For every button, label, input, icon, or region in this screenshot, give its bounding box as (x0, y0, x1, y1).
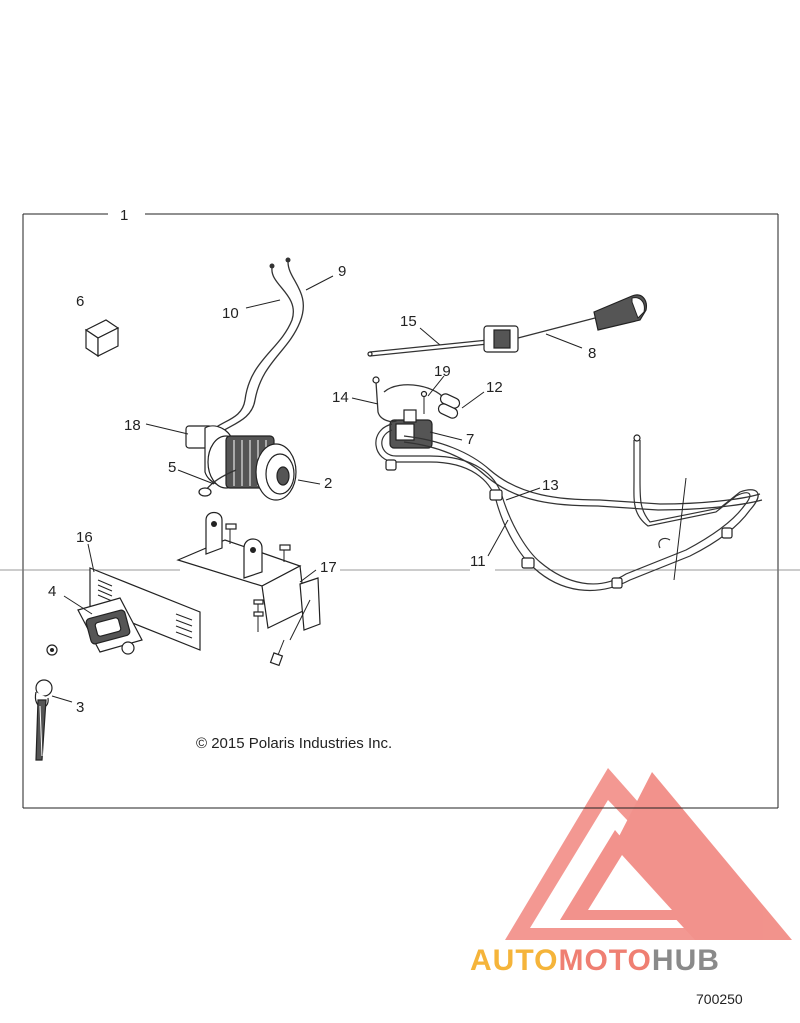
brand-auto: AUTO (470, 944, 558, 977)
callout-19: 19 (434, 363, 451, 380)
part-16-fairlead-plate (89, 567, 201, 651)
brand-moto: MOTO (558, 944, 651, 977)
callout-10: 10 (222, 305, 239, 322)
part-17-mount-bracket (176, 511, 321, 667)
part-8-control-handle-icon (483, 294, 647, 353)
callout-8: 8 (588, 345, 596, 362)
assembly-frame (22, 213, 779, 809)
part-4-fairlead-icon (46, 597, 143, 656)
callout-1: 1 (120, 207, 128, 224)
part-7-valve-icon (389, 409, 433, 449)
callout-15: 15 (400, 313, 417, 330)
callout-16: 16 (76, 529, 93, 546)
figure-number: 700250 (696, 991, 743, 1007)
part-3-hook-strap-icon (34, 679, 53, 761)
callout-14: 14 (332, 389, 349, 406)
callout-labels: 1 2 3 4 5 6 7 8 9 10 11 12 13 14 15 16 1… (48, 207, 596, 716)
callout-17: 17 (320, 559, 337, 576)
callout-7: 7 (466, 431, 474, 448)
part-14-wire-harness (372, 376, 447, 423)
part-2-winch-icon (185, 425, 297, 501)
part-11-13-hoses (375, 423, 763, 592)
part-9-10-winch-cables (209, 257, 304, 435)
callout-6: 6 (76, 293, 84, 310)
leader-lines (51, 275, 583, 703)
callout-13: 13 (542, 477, 559, 494)
callout-18: 18 (124, 417, 141, 434)
watermark-logo-icon (505, 768, 792, 940)
part-6-box-icon (84, 319, 120, 358)
callout-4: 4 (48, 583, 56, 600)
callout-5: 5 (168, 459, 176, 476)
part-15-cable (367, 339, 489, 357)
callout-9: 9 (338, 263, 346, 280)
callout-2: 2 (324, 475, 332, 492)
callout-11: 11 (470, 553, 486, 570)
part-5-strap-icon (198, 469, 237, 497)
callout-12: 12 (486, 379, 503, 396)
part-19-fitting-icon (420, 390, 428, 414)
part-12-connectors-icon (437, 393, 461, 419)
watermark-brand: AUTOMOTOHUB (470, 944, 720, 977)
brand-hub: HUB (652, 944, 720, 977)
callout-3: 3 (76, 699, 84, 716)
copyright-text: © 2015 Polaris Industries Inc. (196, 735, 392, 752)
